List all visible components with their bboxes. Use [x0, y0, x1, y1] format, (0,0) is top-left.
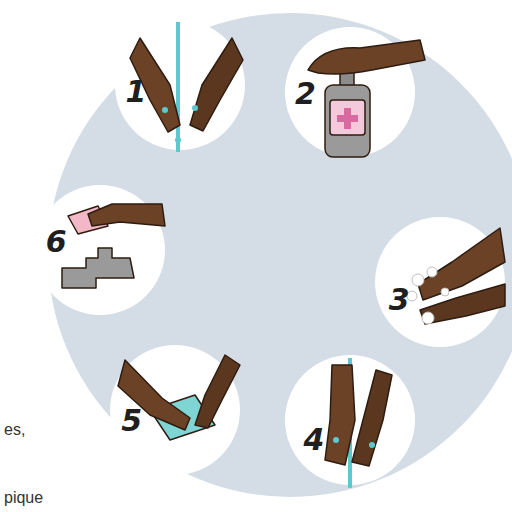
- cross-symbol: [337, 108, 358, 129]
- droplet: [192, 105, 198, 111]
- step-number: 1: [125, 77, 146, 107]
- hand: [325, 365, 355, 465]
- text-fragment: pique: [4, 488, 43, 507]
- step-circle-outline: [375, 217, 505, 347]
- text-fragment: es,: [4, 420, 25, 439]
- hand: [118, 360, 190, 430]
- hand: [352, 370, 392, 466]
- water-stream: [176, 22, 180, 152]
- hand: [130, 38, 180, 132]
- hand: [195, 355, 240, 428]
- step-number: 5: [121, 406, 142, 436]
- step-circle-outline: [110, 345, 240, 475]
- foam: [427, 267, 437, 277]
- faucet: [62, 248, 134, 288]
- foam: [412, 274, 424, 286]
- bottle-label: [330, 100, 365, 135]
- foam: [422, 312, 434, 324]
- droplet: [333, 437, 339, 443]
- step-number: 4: [304, 425, 325, 455]
- droplet: [369, 442, 375, 448]
- step-number: 6: [46, 227, 67, 257]
- hand: [420, 284, 505, 324]
- step-number: 2: [295, 79, 316, 109]
- soap-bottle: [325, 85, 370, 157]
- step-number: 3: [389, 285, 410, 315]
- hand: [190, 38, 243, 131]
- hand: [308, 40, 425, 74]
- droplet: [162, 107, 168, 113]
- droplet: [175, 137, 181, 143]
- step-circle-outline: [35, 185, 165, 315]
- foam: [441, 288, 449, 296]
- foam: [407, 291, 417, 301]
- hand: [88, 204, 165, 226]
